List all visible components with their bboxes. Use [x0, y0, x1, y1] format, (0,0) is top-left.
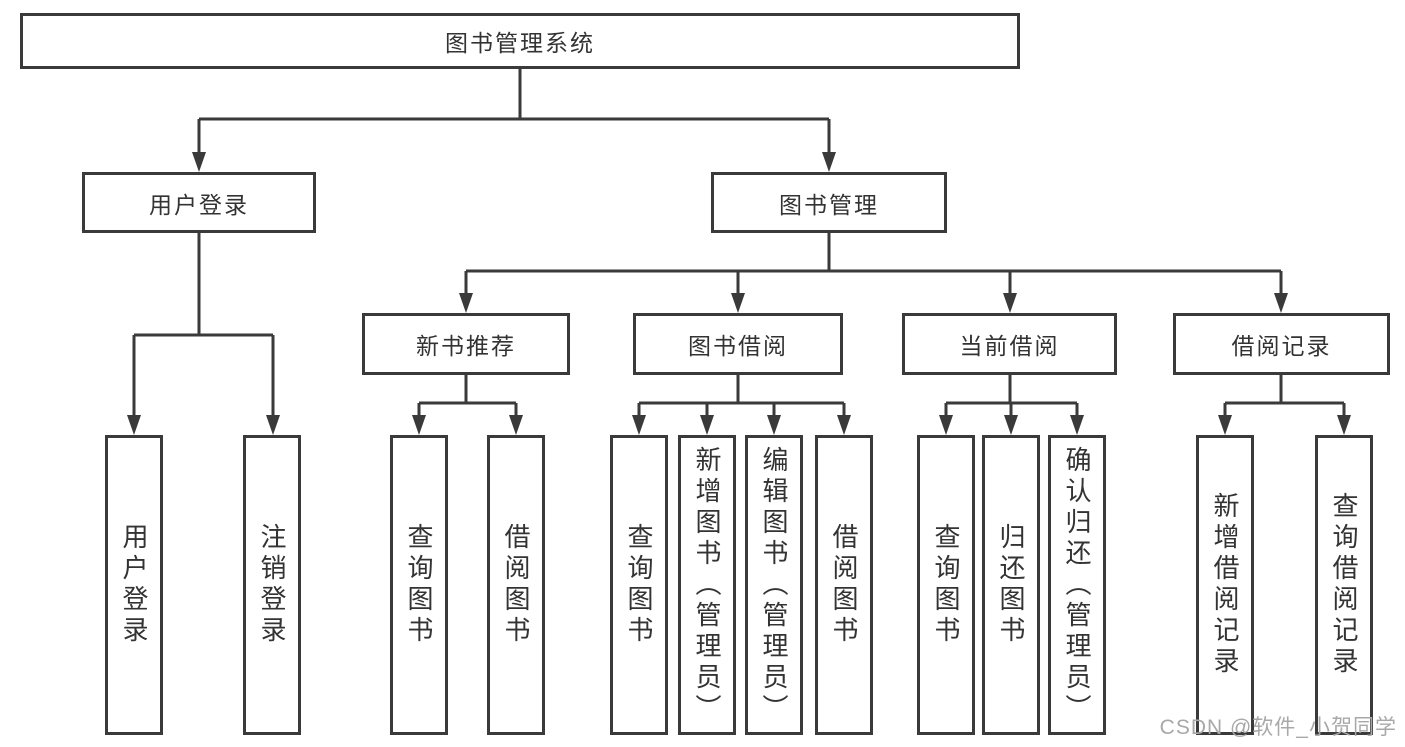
leaf-current-query-book-label: 查询图书 [931, 523, 961, 647]
leaf-logout: 注销登录 [243, 435, 301, 735]
leaf-records-add-record-label: 新增借阅记录 [1210, 492, 1240, 678]
leaf-borrow-query-book-label: 查询图书 [624, 523, 654, 647]
leaf-recommend-borrow-book: 借阅图书 [487, 435, 545, 735]
leaf-user-login: 用户登录 [105, 435, 163, 735]
leaf-recommend-borrow-book-label: 借阅图书 [501, 523, 531, 647]
node-borrow-records: 借阅记录 [1173, 313, 1390, 375]
leaf-recommend-query-book-label: 查询图书 [404, 523, 434, 647]
node-new-book-recommend-label: 新书推荐 [416, 333, 516, 359]
leaf-logout-label: 注销登录 [257, 523, 287, 647]
leaf-current-confirm-return-admin-label: 确认归还（管理员） [1062, 445, 1092, 725]
leaf-records-query-record: 查询借阅记录 [1315, 435, 1373, 735]
leaf-borrow-borrow-book: 借阅图书 [815, 435, 873, 735]
node-new-book-recommend: 新书推荐 [362, 313, 570, 375]
node-root: 图书管理系统 [20, 13, 1020, 69]
leaf-current-return-book: 归还图书 [982, 435, 1040, 735]
leaf-borrow-edit-book-admin-label: 编辑图书（管理员） [759, 445, 789, 725]
node-user-login: 用户登录 [82, 172, 316, 233]
leaf-borrow-query-book: 查询图书 [610, 435, 668, 735]
csdn-watermark: CSDN @软件_小贺同学 [1159, 716, 1397, 739]
leaf-borrow-add-book-admin: 新增图书（管理员） [678, 435, 736, 735]
node-current-borrow-label: 当前借阅 [959, 333, 1060, 359]
leaf-records-query-record-label: 查询借阅记录 [1329, 492, 1359, 678]
node-user-login-label: 用户登录 [149, 191, 249, 218]
node-root-label: 图书管理系统 [445, 30, 595, 56]
node-borrow-records-label: 借阅记录 [1231, 333, 1332, 359]
leaf-current-confirm-return-admin: 确认归还（管理员） [1048, 435, 1106, 735]
leaf-user-login-label: 用户登录 [119, 523, 149, 647]
node-book-management-label: 图书管理 [779, 191, 879, 218]
node-current-borrow: 当前借阅 [902, 313, 1117, 375]
leaf-recommend-query-book: 查询图书 [390, 435, 448, 735]
node-book-borrow: 图书借阅 [633, 313, 843, 375]
leaf-borrow-edit-book-admin: 编辑图书（管理员） [745, 435, 803, 735]
leaf-borrow-add-book-admin-label: 新增图书（管理员） [692, 445, 722, 725]
leaf-current-query-book: 查询图书 [917, 435, 975, 735]
leaf-borrow-borrow-book-label: 借阅图书 [829, 523, 859, 647]
node-book-borrow-label: 图书借阅 [688, 333, 788, 359]
leaf-current-return-book-label: 归还图书 [996, 523, 1026, 647]
node-book-management: 图书管理 [711, 172, 947, 233]
leaf-records-add-record: 新增借阅记录 [1196, 435, 1254, 735]
